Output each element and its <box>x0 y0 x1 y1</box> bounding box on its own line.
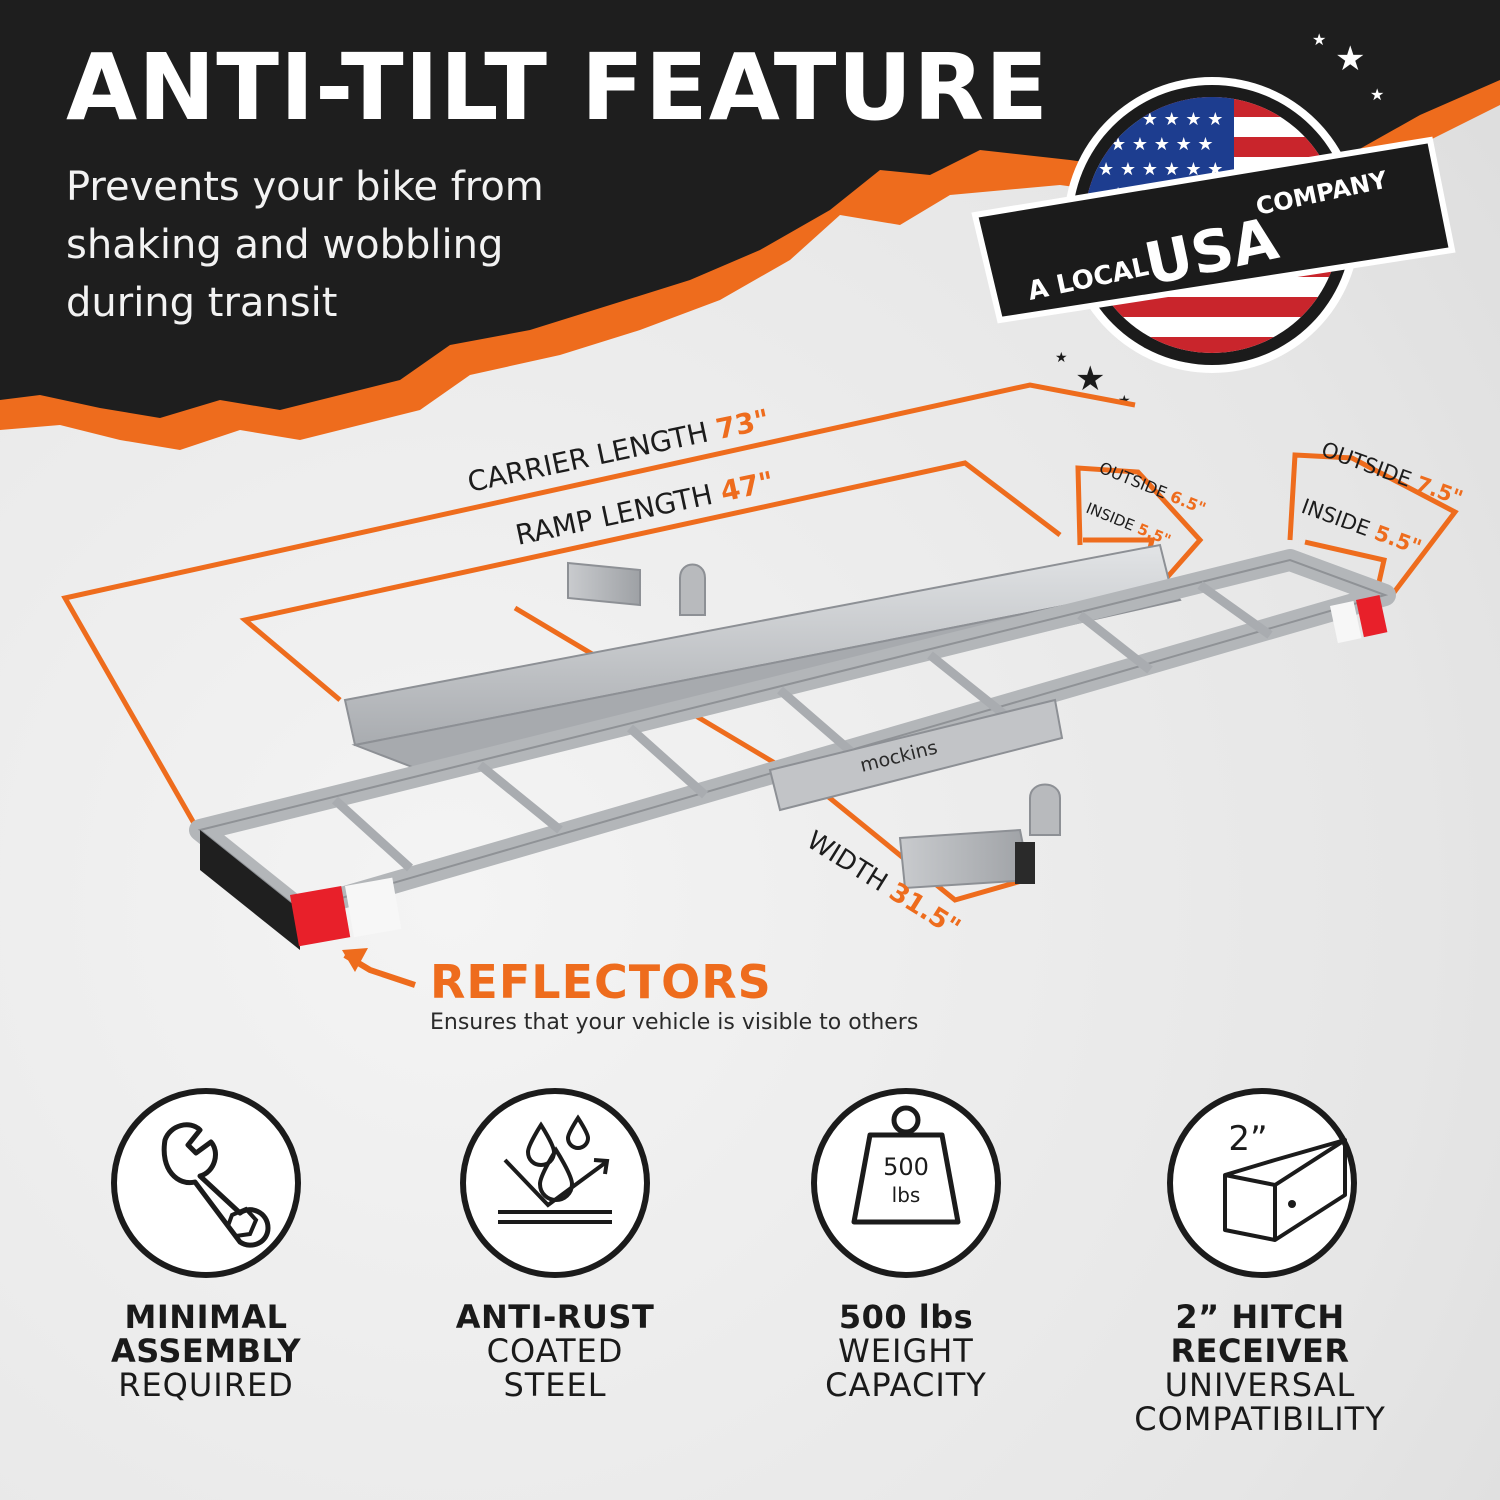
feature-line-3: REQUIRED <box>118 1366 294 1404</box>
subheadline-line-2: shaking and wobbling <box>66 222 504 268</box>
feature-line-1: 2” HITCH RECEIVER <box>1170 1298 1350 1370</box>
inside-a-label: INSIDE <box>1084 499 1138 535</box>
reflectors-title: REFLECTORS <box>430 955 772 1009</box>
carrier-length-value: 73" <box>713 403 772 446</box>
feature-line-3: COMPATIBILITY <box>1134 1400 1386 1438</box>
subheadline-line-1: Prevents your bike from <box>66 164 544 210</box>
reflector-left-red <box>290 885 351 947</box>
subheadline-line-3: during transit <box>66 280 338 326</box>
hitch-icon-size: 2” <box>1228 1119 1267 1159</box>
inside-b-value: 5.5" <box>1371 521 1424 560</box>
usa-badge: ★ ★ ★ ★ ★ ★ ★ ★ ★ ★ ★ ★ ★ ★ ★ ★ ★ ★ ★ ★ … <box>971 30 1456 409</box>
svg-text:★ ★ ★ ★ ★: ★ ★ ★ ★ ★ <box>1110 134 1214 155</box>
ramp-length-value: 47" <box>717 465 776 508</box>
hitch-tube-icon: 2” <box>1167 1088 1357 1278</box>
reflector-right-white <box>1330 601 1362 644</box>
feature-line-2: COATED <box>486 1332 624 1370</box>
weight-icon-value: 500 <box>883 1153 929 1181</box>
reflectors-subtitle: Ensures that your vehicle is visible to … <box>430 1010 919 1035</box>
feature-icons: 500 lbs 2” <box>111 1088 1357 1278</box>
feature-line-1: MINIMAL <box>124 1298 288 1336</box>
headline: ANTI-TILT FEATURE <box>66 34 1049 141</box>
weight-icon-unit: lbs <box>892 1183 921 1207</box>
subheadline: Prevents your bike from shaking and wobb… <box>66 158 626 332</box>
outside-a-label: OUTSIDE <box>1097 458 1170 502</box>
feature-line-1: ANTI-RUST <box>455 1298 655 1336</box>
svg-text:★: ★ <box>1312 30 1326 49</box>
svg-text:★: ★ <box>1335 39 1365 79</box>
reflector-left-white <box>345 877 402 938</box>
dark-torn-header <box>0 0 1500 418</box>
wrench-icon <box>111 1088 301 1278</box>
svg-text:★: ★ <box>1055 350 1068 366</box>
feature-line-3: STEEL <box>503 1366 607 1404</box>
svg-text:OUTSIDE 7.5": OUTSIDE 7.5" <box>1318 437 1466 510</box>
svg-text:INSIDE 5.5": INSIDE 5.5" <box>1298 494 1424 560</box>
feature-anti-rust: ANTI-RUST COATED STEEL <box>385 1300 725 1402</box>
inside-a-value: 5.5" <box>1135 520 1174 550</box>
feature-line-2: UNIVERSAL <box>1164 1366 1356 1404</box>
feature-line-1: 500 lbs <box>838 1298 974 1336</box>
feature-line-2: ASSEMBLY <box>110 1332 302 1370</box>
water-drops-icon <box>460 1088 650 1278</box>
feature-line-3: CAPACITY <box>825 1366 987 1404</box>
reflector-right-red <box>1356 595 1388 638</box>
decor-stars: ★ ★ ★ <box>1312 30 1384 104</box>
weight-icon: 500 lbs <box>811 1088 1001 1278</box>
svg-text:★ ★ ★ ★ ★ ★: ★ ★ ★ ★ ★ ★ <box>1098 159 1223 180</box>
carrier-rack: mockins <box>189 543 1396 950</box>
feature-line-2: WEIGHT <box>838 1332 974 1370</box>
inside-b-label: INSIDE <box>1298 494 1373 541</box>
outside-b-label: OUTSIDE <box>1318 437 1414 492</box>
feature-hitch-receiver: 2” HITCH RECEIVER UNIVERSAL COMPATIBILIT… <box>1090 1300 1430 1436</box>
feature-minimal-assembly: MINIMAL ASSEMBLY REQUIRED <box>36 1300 376 1402</box>
feature-weight-capacity: 500 lbs WEIGHT CAPACITY <box>736 1300 1076 1402</box>
svg-text:★: ★ <box>1370 85 1384 104</box>
